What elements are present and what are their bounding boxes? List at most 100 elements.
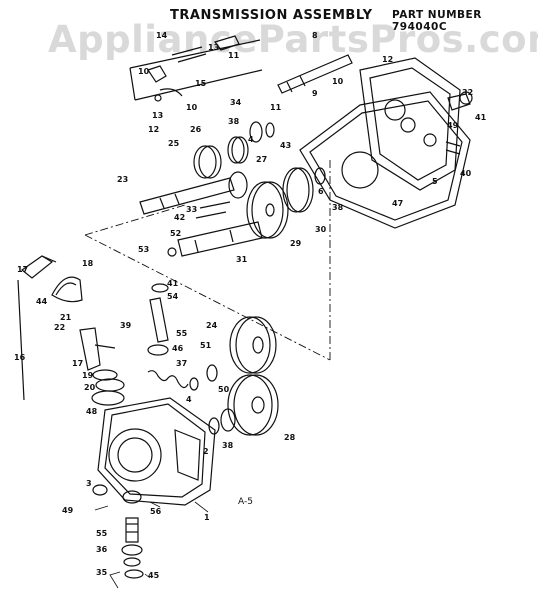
diagram-title: TRANSMISSION ASSEMBLY	[170, 8, 373, 23]
callout-22: 22	[54, 323, 65, 332]
shaft-55-lower	[125, 517, 139, 543]
callout-13-top: 13	[208, 43, 219, 52]
callout-10-mid: 10	[186, 103, 198, 112]
shaft-23	[139, 177, 235, 215]
case-cover-47	[299, 91, 471, 229]
part-number: PART NUMBER 794040C	[392, 9, 482, 33]
callout-46: 46	[172, 344, 184, 353]
callout-12-right: 12	[382, 55, 393, 64]
bolt-40	[445, 141, 461, 155]
callout-3: 3	[86, 479, 92, 488]
callout-6: 6	[318, 187, 324, 196]
callout-24: 24	[206, 321, 218, 330]
shift-lever-17	[20, 255, 57, 279]
washer-19	[92, 369, 118, 381]
callout-15: 15	[195, 79, 207, 88]
washer-35	[123, 557, 141, 567]
callout-53: 53	[138, 245, 149, 254]
callout-12-left: 12	[148, 125, 159, 134]
callout-14: 14	[156, 31, 168, 40]
callout-18: 18	[82, 259, 94, 268]
callout-51: 51	[200, 341, 212, 350]
callout-1: 1	[204, 513, 210, 522]
boundary-line-1	[84, 204, 186, 236]
callout-16: 16	[14, 353, 26, 362]
shaft-31	[167, 221, 263, 257]
pins-33-42	[195, 201, 231, 219]
callout-17-mid: 17	[72, 359, 83, 368]
shift-linkage-upper	[129, 35, 263, 102]
callout-13-mid: 13	[152, 111, 163, 120]
boundary-line-2	[84, 234, 331, 361]
callout-20: 20	[84, 383, 96, 392]
gear-30	[282, 167, 314, 213]
callout-43: 43	[280, 141, 291, 150]
callout-52: 52	[170, 229, 181, 238]
washer-38-lower	[220, 408, 236, 432]
gear-28	[227, 374, 279, 436]
callout-41-mid: 41	[167, 279, 179, 288]
callout-38-top: 38	[228, 117, 240, 126]
housing-5	[359, 57, 471, 191]
callout-38-right: 38	[332, 203, 344, 212]
shift-rod-9	[277, 54, 353, 94]
clip-45	[124, 569, 144, 579]
callout-25: 25	[168, 139, 180, 148]
callout-30: 30	[315, 225, 327, 234]
callout-4-lower: 4	[186, 395, 192, 404]
callout-17-top: 17	[17, 265, 28, 274]
callout-28: 28	[284, 433, 296, 442]
callout-37: 37	[176, 359, 187, 368]
figure-label: A-5	[238, 497, 253, 507]
callout-9: 9	[312, 89, 318, 98]
callout-11-right: 11	[270, 103, 282, 112]
callout-35: 35	[96, 568, 108, 577]
bushing-3	[122, 490, 142, 504]
callout-10-right: 10	[332, 77, 344, 86]
callout-33: 33	[186, 205, 197, 214]
callout-19: 19	[82, 371, 94, 380]
callout-2: 2	[203, 447, 209, 456]
callout-11-top: 11	[228, 51, 240, 60]
shaft-55-upper	[147, 283, 169, 356]
callout-21: 21	[60, 313, 72, 322]
callout-49-right: 49	[447, 121, 459, 130]
housing-1	[97, 397, 216, 506]
callout-50: 50	[218, 385, 230, 394]
callout-48: 48	[86, 407, 98, 416]
callout-36: 36	[96, 545, 108, 554]
callout-34: 34	[230, 98, 242, 107]
callout-40: 40	[460, 169, 472, 178]
callout-39: 39	[120, 321, 132, 330]
callout-4: 4	[248, 135, 254, 144]
callout-45: 45	[148, 571, 160, 580]
callout-31: 31	[236, 255, 248, 264]
callout-44: 44	[36, 297, 48, 306]
gear-36	[121, 544, 143, 556]
callout-55-bottom: 55	[96, 529, 108, 538]
boot-18	[51, 276, 83, 303]
callout-38-lower: 38	[222, 441, 234, 450]
watermark: AppliancePartsPros.com	[48, 18, 538, 61]
callout-41-right: 41	[475, 113, 487, 122]
callout-10-top: 10	[138, 67, 150, 76]
callout-49-left: 49	[62, 506, 74, 515]
callout-29: 29	[290, 239, 302, 248]
gear-29	[246, 181, 289, 239]
callout-56: 56	[150, 507, 162, 516]
callout-47: 47	[392, 199, 403, 208]
callout-32: 32	[462, 88, 473, 97]
bearing-32	[459, 91, 473, 105]
callout-8: 8	[312, 31, 318, 40]
gear-24	[229, 316, 277, 374]
plate-48	[91, 390, 125, 406]
callout-27: 27	[256, 155, 267, 164]
washer-20	[95, 378, 125, 392]
callout-42: 42	[174, 213, 185, 222]
bearing-38	[249, 121, 263, 143]
callout-5: 5	[432, 177, 438, 186]
gear-cluster-25	[193, 136, 249, 199]
callout-54: 54	[167, 292, 179, 301]
callout-23: 23	[117, 175, 128, 184]
